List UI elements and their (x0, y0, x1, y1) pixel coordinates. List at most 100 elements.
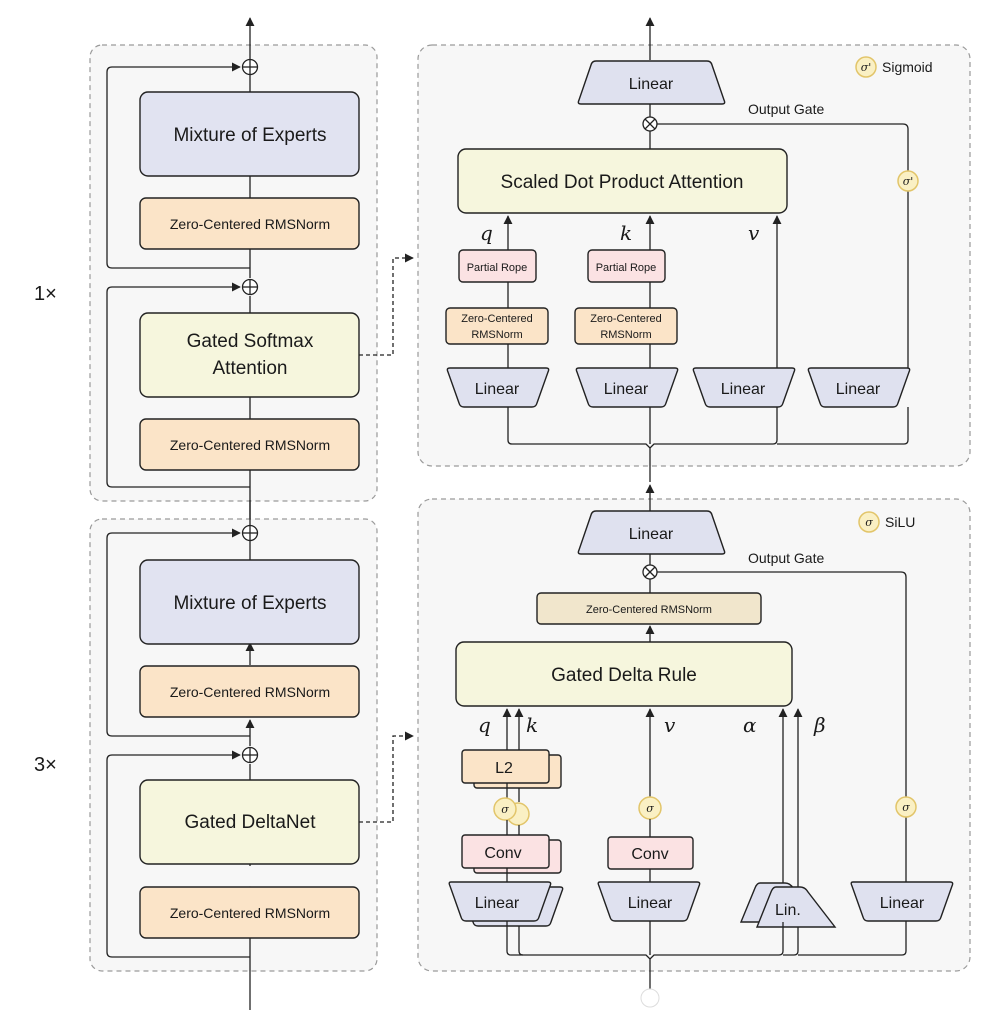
output-linear-label: Linear (629, 76, 674, 93)
gate-wire (657, 571, 907, 797)
attention-label-line2: Attention (213, 358, 288, 379)
partial-rope-q-label: Partial Rope (467, 262, 528, 274)
detail-link-deltanet (359, 731, 414, 823)
output-linear-box (577, 510, 726, 555)
norm-k-label-line2: RMSNorm (600, 329, 651, 341)
add-op-icon (241, 58, 259, 76)
linear-qk-label: Linear (475, 895, 520, 912)
gate-wire (657, 123, 909, 171)
linear-v-label: Linear (721, 381, 766, 398)
repeat-count-bottom: 3× (34, 754, 57, 776)
v-label: v (748, 221, 760, 245)
input-node (640, 988, 660, 1008)
attention-detail-panel: σ' Sigmoid Linear Output Gate σ' Scaled … (417, 17, 971, 482)
sigmoid-symbol: σ' (903, 175, 914, 188)
gated-delta-rule-box (455, 641, 793, 707)
multiply-op-icon (642, 564, 658, 580)
norm-label: Zero-Centered RMSNorm (170, 216, 330, 232)
k-label: k (526, 713, 538, 737)
linear-v-box (597, 881, 701, 922)
silu-icon (493, 797, 517, 821)
linear-beta-box (755, 886, 837, 928)
linear-qk-box (448, 881, 552, 922)
output-gate-label: Output Gate (748, 101, 824, 117)
add-op-icon (241, 746, 259, 764)
v-label: v (664, 713, 676, 737)
conv-v-label: Conv (631, 846, 668, 863)
detail-link-attention (359, 253, 414, 356)
norm-q-label-line2: RMSNorm (471, 329, 522, 341)
linear-gate-box (850, 881, 954, 922)
norm-box (139, 197, 360, 250)
norm-label: Zero-Centered RMSNorm (170, 684, 330, 700)
add-op-icon (241, 524, 259, 542)
partial-rope-k-label: Partial Rope (596, 262, 657, 274)
hybrid-block-deltanet: Mixture of Experts Zero-Centered RMSNorm… (89, 500, 414, 1010)
residual-path-moe (106, 62, 250, 269)
moe-box (139, 559, 360, 645)
sigmoid-legend-icon (855, 56, 877, 78)
sdpa-box (457, 148, 788, 214)
attention-box (139, 312, 360, 398)
linear-q-label: Linear (475, 381, 520, 398)
norm-box (536, 592, 762, 625)
linear-v-label: Linear (628, 895, 673, 912)
norm-box (139, 886, 360, 939)
sigmoid-legend-label: Sigmoid (882, 59, 933, 75)
linear-beta-label: Lin. (775, 902, 801, 919)
q-label: q (478, 713, 491, 737)
output-gate-label: Output Gate (748, 550, 824, 566)
moe-label: Mixture of Experts (173, 593, 326, 614)
silu-legend-icon (858, 511, 880, 533)
norm-q-box (445, 307, 549, 345)
l2-box (461, 749, 550, 784)
repeat-count-top: 1× (34, 283, 57, 305)
output-linear-label: Linear (629, 526, 674, 543)
beta-label: β (813, 713, 826, 737)
input-fanout (798, 921, 907, 956)
deltanet-detail-panel: σ SiLU Linear Output Gate σ Zero-Centere… (417, 484, 971, 1008)
alpha-label: α (743, 713, 757, 737)
sigmoid-icon (897, 170, 919, 192)
linear-gate: Linear (807, 367, 911, 408)
norm-k-box (574, 307, 678, 345)
multiply-op-icon (642, 116, 658, 132)
gated-delta-rule-label: Gated Delta Rule (551, 665, 697, 686)
partial-rope-k-box (587, 249, 666, 283)
norm-label: Zero-Centered RMSNorm (170, 437, 330, 453)
output-linear-box (577, 60, 726, 105)
norm-box (139, 665, 360, 718)
q-label: q (480, 221, 493, 245)
silu-symbol: σ (646, 802, 654, 815)
norm-box (139, 418, 360, 471)
hybrid-block-attention: Mixture of Experts Zero-Centered RMSNorm… (89, 17, 414, 535)
linear-v: Linear (692, 367, 796, 408)
attention-label-line1: Gated Softmax (187, 331, 314, 352)
norm-label: Zero-Centered RMSNorm (586, 604, 712, 616)
sigmoid-legend-symbol: σ' (861, 61, 872, 74)
silu-legend-symbol: σ (865, 516, 873, 529)
sdpa-label: Scaled Dot Product Attention (501, 172, 744, 193)
norm-q-label-line1: Zero-Centered (461, 313, 533, 325)
input-fanout (518, 926, 524, 956)
add-op-icon (241, 278, 259, 296)
moe-label: Mixture of Experts (173, 125, 326, 146)
l2-label: L2 (495, 760, 513, 777)
residual-path-moe (106, 528, 250, 737)
silu-icon (895, 796, 917, 818)
k-label: k (620, 221, 632, 245)
silu-legend-label: SiLU (885, 514, 915, 530)
silu-symbol: σ (902, 801, 910, 814)
residual-path-attn (106, 282, 250, 488)
partial-rope-q-box (458, 249, 537, 283)
norm-label: Zero-Centered RMSNorm (170, 905, 330, 921)
input-fanout (783, 927, 799, 956)
input-fanout (777, 407, 909, 445)
residual-path-deltanet (106, 750, 250, 958)
conv-qk-box (461, 834, 550, 869)
linear-q: Linear (446, 367, 550, 408)
deltanet-label: Gated DeltaNet (185, 812, 317, 833)
linear-gate-label: Linear (836, 381, 881, 398)
silu-symbol: σ (501, 803, 509, 816)
